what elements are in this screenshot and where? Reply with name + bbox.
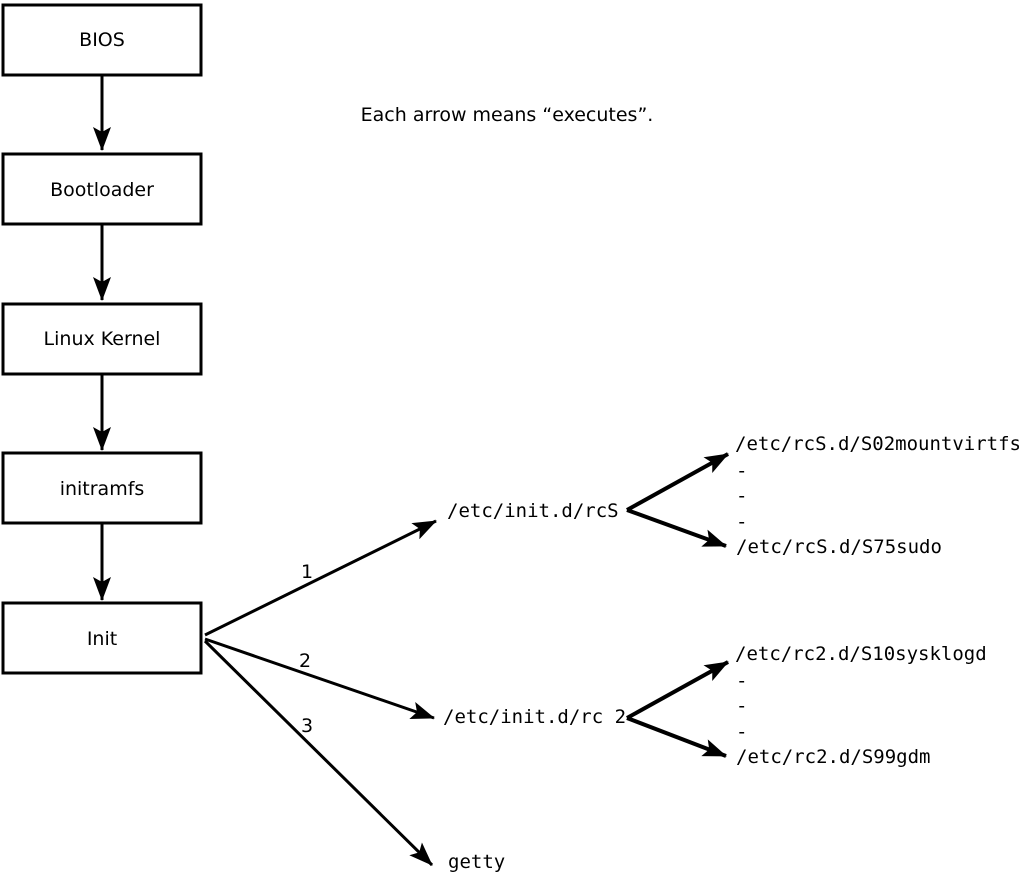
arrow-rc2-to-s10sysklogd bbox=[626, 660, 729, 720]
getty-label: getty bbox=[448, 851, 505, 873]
arrow-init-to-rcs bbox=[204, 519, 437, 637]
rcs-ellipsis-dash-3: - bbox=[736, 511, 747, 533]
linux-kernel-label: Linux Kernel bbox=[44, 328, 161, 350]
rcs-first-entry: /etc/rcS.d/S02mountvirtfs bbox=[735, 433, 1021, 455]
rcs-ellipsis-dash-2: - bbox=[736, 485, 747, 507]
note-text: Each arrow means “executes”. bbox=[361, 104, 654, 126]
rc2-script-label: /etc/init.d/rc 2 bbox=[443, 706, 626, 728]
arrow-rcs-to-s02mountvirtfs bbox=[626, 452, 729, 512]
arrow-rcs-to-s75sudo bbox=[626, 508, 727, 548]
arrow-init-to-rc2 bbox=[204, 637, 435, 720]
branch-3-number: 3 bbox=[301, 715, 313, 737]
arrow-rc2-to-s99gdm bbox=[626, 716, 727, 758]
linux-kernel-box bbox=[1, 302, 203, 376]
init-box bbox=[1, 601, 203, 675]
rc2-last-entry: /etc/rc2.d/S99gdm bbox=[736, 746, 930, 768]
bootloader-box bbox=[1, 152, 203, 226]
initramfs-box bbox=[1, 451, 203, 525]
rc2-first-entry: /etc/rc2.d/S10sysklogd bbox=[735, 643, 987, 665]
rc2-ellipsis-dash-1: - bbox=[736, 670, 747, 692]
rcs-script-label: /etc/init.d/rcS bbox=[447, 500, 619, 522]
bootloader-label: Bootloader bbox=[50, 179, 154, 201]
rcs-last-entry: /etc/rcS.d/S75sudo bbox=[736, 536, 942, 558]
branch-1-number: 1 bbox=[301, 561, 313, 583]
bios-label: BIOS bbox=[79, 29, 125, 51]
rc2-ellipsis-dash-3: - bbox=[736, 721, 747, 743]
arrow-init-to-getty bbox=[203, 639, 434, 867]
rcs-ellipsis-dash-1: - bbox=[736, 460, 747, 482]
init-label: Init bbox=[87, 628, 117, 650]
initramfs-label: initramfs bbox=[60, 478, 145, 500]
bios-box bbox=[1, 3, 203, 77]
branch-2-number: 2 bbox=[299, 650, 311, 672]
rc2-ellipsis-dash-2: - bbox=[736, 695, 747, 717]
